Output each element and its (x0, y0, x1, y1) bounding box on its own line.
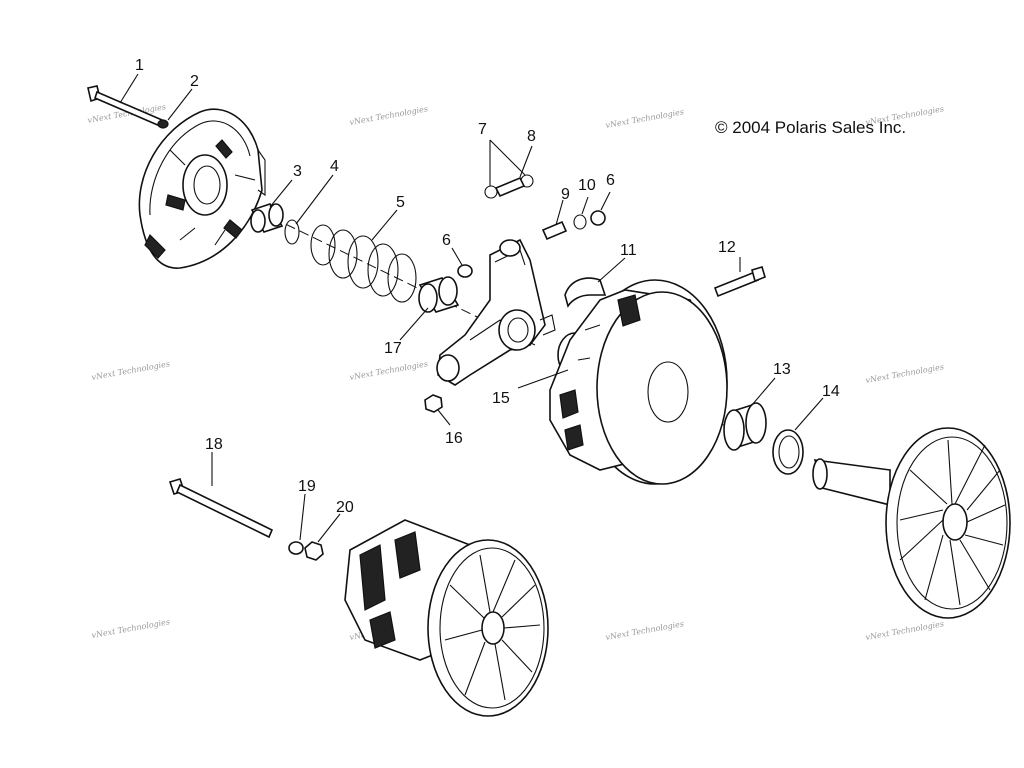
part-3-bushing (250, 203, 284, 233)
callout-6b: 6 (606, 172, 615, 189)
part-11-weight (564, 277, 607, 308)
fixed-sheave (812, 427, 1011, 619)
part-5-spring (310, 224, 417, 303)
watermark: vNext Technologies (605, 107, 685, 130)
callout-10: 10 (578, 177, 596, 194)
callout-12: 12 (718, 239, 736, 256)
callout-1: 1 (135, 57, 144, 74)
watermark: vNext Technologies (865, 619, 945, 642)
part-19-washer (288, 541, 304, 555)
callout-15: 15 (492, 390, 510, 407)
part-14-ring (772, 429, 804, 475)
part-16-nut (424, 394, 443, 413)
callout-9: 9 (561, 186, 570, 203)
callout-3: 3 (293, 163, 302, 180)
watermark: vNext Technologies (91, 359, 171, 382)
drive-cover (138, 108, 266, 269)
callout-labels: 1 2 3 4 5 6 7 8 9 10 6 11 12 17 15 16 13… (135, 57, 840, 516)
assembled-clutch (344, 519, 549, 717)
watermark: vNext Technologies (349, 104, 429, 127)
callout-6: 6 (442, 232, 451, 249)
watermark: vNext Technologies (349, 359, 429, 382)
callout-18: 18 (205, 436, 223, 453)
part-18-bolt (168, 478, 274, 539)
callout-5: 5 (396, 194, 405, 211)
callout-8: 8 (527, 128, 536, 145)
watermark: vNext Technologies (91, 617, 171, 640)
part-20-nut (304, 541, 324, 561)
callout-2: 2 (190, 73, 199, 90)
callout-14: 14 (822, 383, 840, 400)
callout-13: 13 (773, 361, 791, 378)
part-2-washer (157, 119, 169, 129)
callout-19: 19 (298, 478, 316, 495)
part-12-bolt (713, 266, 766, 298)
callout-17: 17 (384, 340, 402, 357)
part-9-pin (541, 220, 568, 241)
part-17-spring-cup (418, 276, 460, 313)
weight-spider (436, 238, 556, 386)
leader-lines (119, 73, 824, 543)
part-13-bushing (723, 402, 767, 451)
callout-16: 16 (445, 430, 463, 447)
copyright-notice: © 2004 Polaris Sales Inc. (715, 118, 906, 137)
callout-4: 4 (330, 158, 339, 175)
watermark: vNext Technologies (605, 619, 685, 642)
callout-11: 11 (620, 242, 637, 259)
part-8-pin (494, 176, 526, 198)
callout-7: 7 (478, 121, 487, 138)
watermark: vNext Technologies (865, 362, 945, 385)
part-4-snap-ring (284, 219, 300, 245)
part-10-washer (573, 214, 587, 230)
part-6-roller (457, 264, 473, 278)
callout-20: 20 (336, 499, 354, 516)
movable-sheave (549, 279, 728, 485)
part-6-roller (590, 210, 606, 226)
